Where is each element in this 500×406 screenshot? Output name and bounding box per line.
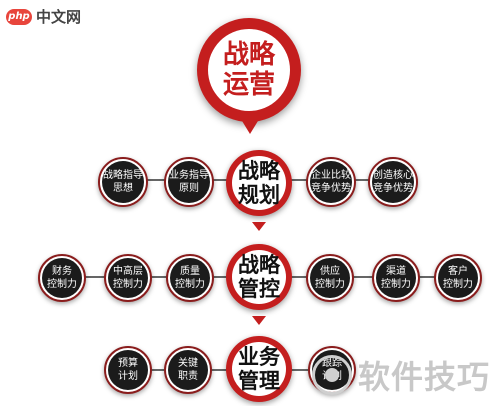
watermark-icon: [311, 355, 352, 395]
node-management-control: 中高层 控制力: [104, 254, 152, 302]
node-label: 质量 控制力: [170, 258, 210, 298]
node-finance-control: 财务 控制力: [38, 254, 86, 302]
logo-badge: php: [6, 8, 32, 25]
watermark-text: 软件技巧: [357, 358, 490, 396]
down-arrow-2: [252, 316, 266, 325]
node-business-principles: 业务指导 原则: [164, 157, 214, 207]
node-label: 企业比较 竞争优势: [310, 161, 352, 203]
node-main-label: 战略 管控: [232, 250, 286, 304]
strategy-operation-label: 战略 运营: [208, 29, 290, 111]
node-label: 中高层 控制力: [108, 258, 148, 298]
node-core-advantage: 创造核心 竞争优势: [368, 157, 418, 207]
node-company-compare: 企业比较 竞争优势: [306, 157, 356, 207]
node-label: 创造核心 竞争优势: [372, 161, 414, 203]
node-label: 预算 计划: [108, 350, 148, 390]
node-budget-plan: 预算 计划: [104, 346, 152, 394]
node-strategy-guidance: 战略指导 思想: [98, 157, 148, 207]
node-label: 财务 控制力: [42, 258, 82, 298]
node-channel-control: 渠道 控制力: [372, 254, 420, 302]
node-main-label: 业务 管理: [232, 342, 286, 396]
node-key-duties: 关键 职责: [164, 346, 212, 394]
node-label: 关键 职责: [168, 350, 208, 390]
node-strategic-control: 战略 管控: [226, 244, 292, 310]
site-logo: php 中文网: [6, 6, 81, 27]
node-business-management: 业务 管理: [226, 336, 292, 402]
node-strategic-planning: 战略 规划: [226, 150, 292, 216]
logo-text: 中文网: [36, 8, 82, 26]
node-label: 战略指导 思想: [102, 161, 144, 203]
node-quality-control: 质量 控制力: [166, 254, 214, 302]
node-supply-control: 供应 控制力: [306, 254, 354, 302]
node-customer-control: 客户 控制力: [434, 254, 482, 302]
node-label: 供应 控制力: [310, 258, 350, 298]
node-label: 客户 控制力: [438, 258, 478, 298]
node-main-label: 战略 规划: [232, 156, 286, 210]
watermark: 软件技巧: [311, 352, 490, 398]
down-arrow-1: [252, 222, 266, 231]
pin-pointer: [239, 116, 261, 134]
strategy-operation-node: 战略 运营: [197, 18, 301, 122]
node-label: 渠道 控制力: [376, 258, 416, 298]
node-label: 业务指导 原则: [168, 161, 210, 203]
